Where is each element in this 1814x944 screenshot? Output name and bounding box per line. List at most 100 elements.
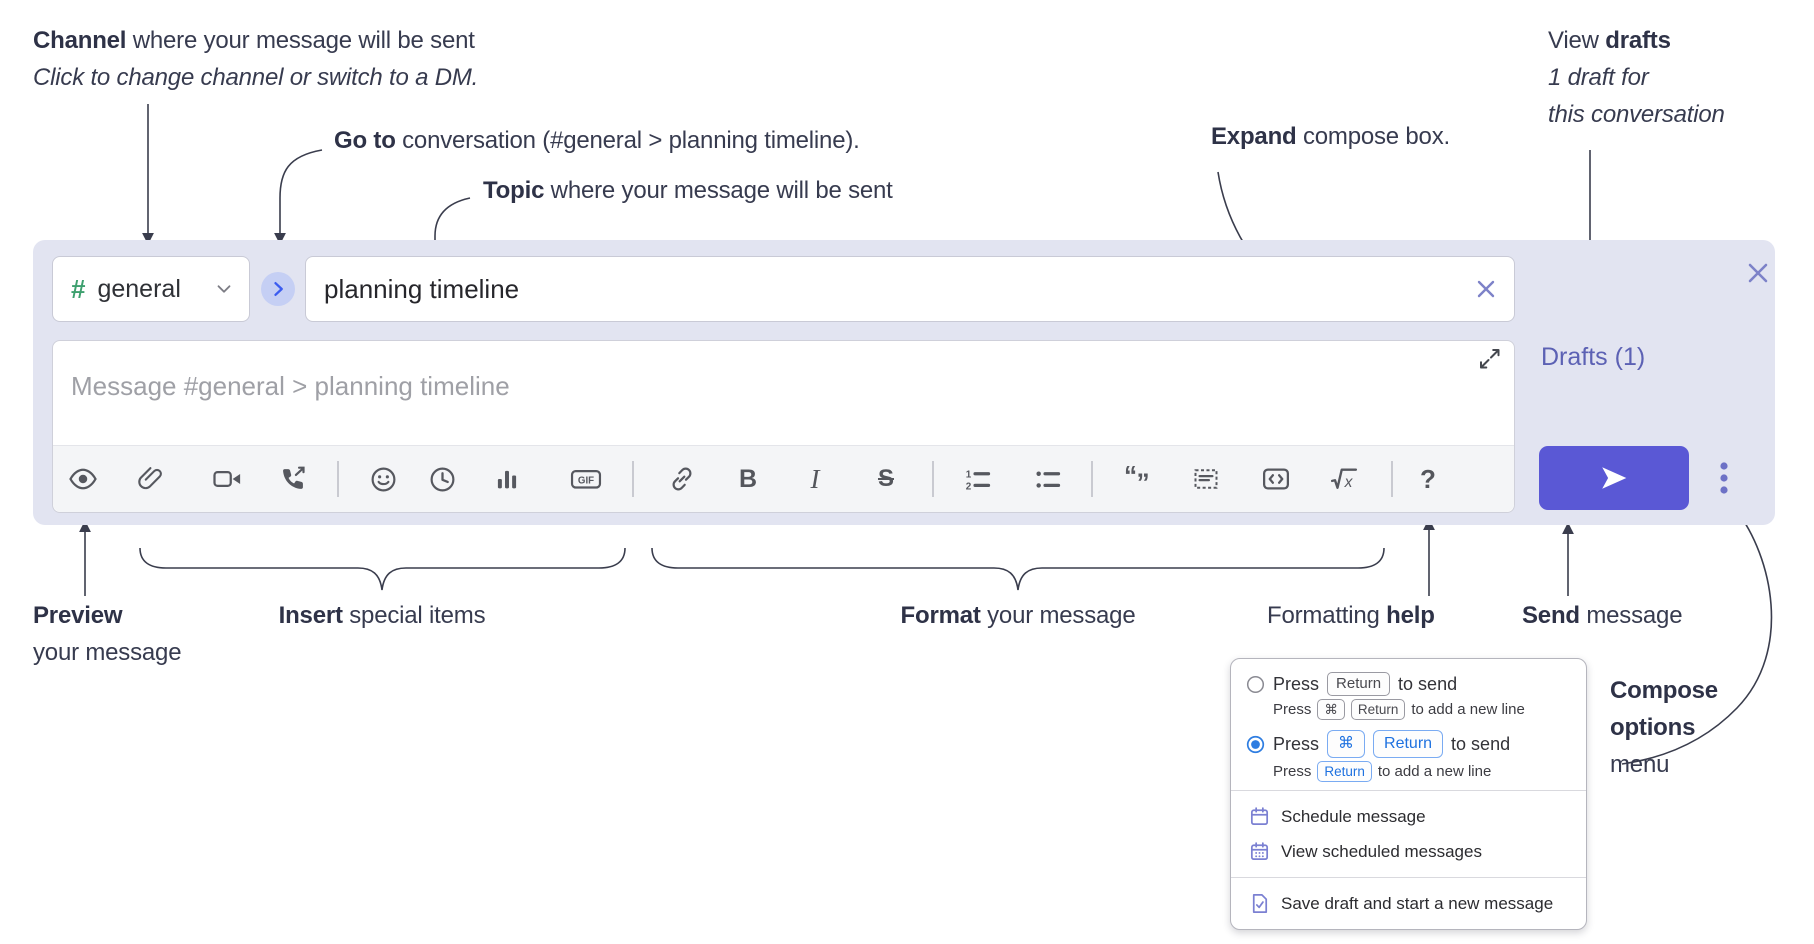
- format-brace: [651, 547, 1385, 591]
- send-button[interactable]: [1539, 446, 1689, 510]
- return-key: Return: [1317, 761, 1372, 782]
- start-video-call-button[interactable]: [205, 457, 249, 501]
- svg-text:“: “: [1124, 464, 1137, 490]
- return-to-send-option[interactable]: Press Return to send: [1246, 672, 1571, 696]
- message-input[interactable]: Message #general > planning timeline: [71, 371, 510, 401]
- math-button[interactable]: x: [1322, 457, 1366, 501]
- compose-options-annotation: Compose options menu: [1610, 677, 1718, 778]
- topic-value: planning timeline: [324, 273, 520, 304]
- save-draft-item[interactable]: Save draft and start a new message: [1246, 886, 1571, 917]
- svg-text:GIF: GIF: [578, 476, 594, 487]
- close-compose-button[interactable]: [1743, 258, 1773, 288]
- eye-icon: [69, 468, 97, 490]
- emoji-button[interactable]: [361, 457, 405, 501]
- bold-button[interactable]: B: [726, 457, 770, 501]
- quote-button[interactable]: “ ”: [1117, 457, 1161, 501]
- code-icon: [1263, 468, 1289, 490]
- goto-annotation: Go to conversation (#general > planning …: [334, 127, 860, 154]
- calendar-grid-icon: [1250, 842, 1269, 861]
- phone-call-icon: [283, 466, 305, 489]
- italic-button[interactable]: I: [793, 457, 837, 501]
- return-to-send-sublabel: Press ⌘ Return to add a new line: [1273, 699, 1525, 720]
- compose-options-menu-button[interactable]: [1707, 450, 1741, 506]
- format-annotation: Format your message: [900, 602, 1136, 629]
- send-annotation: Send message: [1522, 602, 1683, 629]
- toolbar-divider: [1391, 461, 1393, 497]
- attach-file-button[interactable]: [129, 457, 173, 501]
- toolbar-divider: [1091, 461, 1093, 497]
- bold-icon: B: [738, 464, 758, 493]
- bulleted-list-icon: [1036, 471, 1061, 488]
- add-gif-button[interactable]: GIF: [564, 457, 608, 501]
- spoiler-icon: [1194, 469, 1218, 489]
- expand-diagonal-icon: [1480, 349, 1500, 369]
- cmd-key: ⌘: [1327, 730, 1366, 758]
- svg-text:2: 2: [966, 482, 972, 493]
- clear-topic-icon[interactable]: [1474, 277, 1498, 301]
- toolbar-divider: [337, 461, 339, 497]
- bar-chart-icon: [497, 470, 517, 489]
- send-plane-icon: [1602, 467, 1627, 489]
- radio-unchecked-icon: [1246, 675, 1265, 693]
- preview-annotation: Preview your message: [33, 602, 182, 666]
- strikethrough-button[interactable]: S: [864, 457, 908, 501]
- add-poll-button[interactable]: [485, 457, 529, 501]
- quote-icon: “ ”: [1124, 464, 1150, 495]
- chevron-down-icon: [217, 285, 231, 293]
- cmd-return-to-send-sublabel: Press Return to add a new line: [1273, 761, 1492, 782]
- smiley-icon: [371, 467, 395, 491]
- insert-brace: [139, 547, 626, 591]
- preview-button[interactable]: [61, 457, 105, 501]
- calendar-icon: [1250, 807, 1269, 826]
- channel-name: general: [97, 274, 181, 303]
- channel-hash-icon: #: [71, 273, 86, 304]
- question-mark-icon: ?: [1420, 463, 1436, 494]
- compose-options-popup: Press Return to send Press ⌘ Return to a…: [1230, 658, 1587, 930]
- view-drafts-annotation: View drafts 1 draft for this conversatio…: [1548, 27, 1725, 128]
- link-icon: [672, 467, 692, 491]
- schedule-message-item[interactable]: Schedule message: [1246, 799, 1571, 834]
- svg-text:”: ”: [1137, 468, 1150, 495]
- code-button[interactable]: [1254, 457, 1298, 501]
- goto-conversation-button[interactable]: [261, 272, 295, 306]
- insert-link-button[interactable]: [660, 457, 704, 501]
- drafts-link[interactable]: Drafts (1): [1541, 343, 1646, 371]
- goto-arrow: [274, 149, 323, 245]
- channel-selector[interactable]: # general: [52, 256, 250, 322]
- cmd-return-to-send-option[interactable]: Press ⌘ Return to send: [1246, 730, 1571, 758]
- expand-annotation: Expand compose box.: [1211, 123, 1450, 150]
- formatting-help-annotation: Formatting help: [1267, 602, 1435, 629]
- return-key: Return: [1350, 699, 1406, 720]
- start-voice-call-button[interactable]: [271, 457, 315, 501]
- close-icon: [1748, 263, 1768, 283]
- svg-text:1: 1: [966, 469, 972, 480]
- expand-compose-button[interactable]: [1478, 347, 1502, 371]
- channel-annotation: Channel where your message will be sent …: [33, 27, 479, 91]
- toolbar-divider: [632, 461, 634, 497]
- popup-divider: [1231, 877, 1586, 878]
- strikethrough-icon: S: [877, 465, 894, 492]
- italic-icon: I: [810, 463, 820, 494]
- clock-icon: [430, 467, 454, 491]
- numbered-list-icon: 1 2: [966, 469, 991, 493]
- math-icon: x: [1330, 468, 1358, 491]
- view-scheduled-messages-item[interactable]: View scheduled messages: [1246, 834, 1571, 869]
- svg-text:x: x: [1344, 474, 1354, 491]
- popup-divider: [1231, 790, 1586, 791]
- topic-input[interactable]: planning timeline: [305, 256, 1515, 322]
- toolbar-divider: [932, 461, 934, 497]
- message-formatting-help-button[interactable]: ?: [1406, 457, 1450, 501]
- cmd-key: ⌘: [1317, 699, 1345, 720]
- radio-checked-icon: [1246, 735, 1265, 753]
- numbered-list-button[interactable]: 1 2: [956, 457, 1000, 501]
- chevron-right-icon: [274, 282, 283, 296]
- spoiler-button[interactable]: [1184, 457, 1228, 501]
- time-mention-button[interactable]: [420, 457, 464, 501]
- vertical-dots-icon: [1720, 462, 1728, 494]
- video-camera-icon: [213, 471, 241, 487]
- paperclip-icon: [138, 467, 162, 490]
- topic-annotation: Topic where your message will be sent: [483, 177, 893, 204]
- return-key: Return: [1327, 672, 1391, 696]
- bulleted-list-button[interactable]: [1026, 457, 1070, 501]
